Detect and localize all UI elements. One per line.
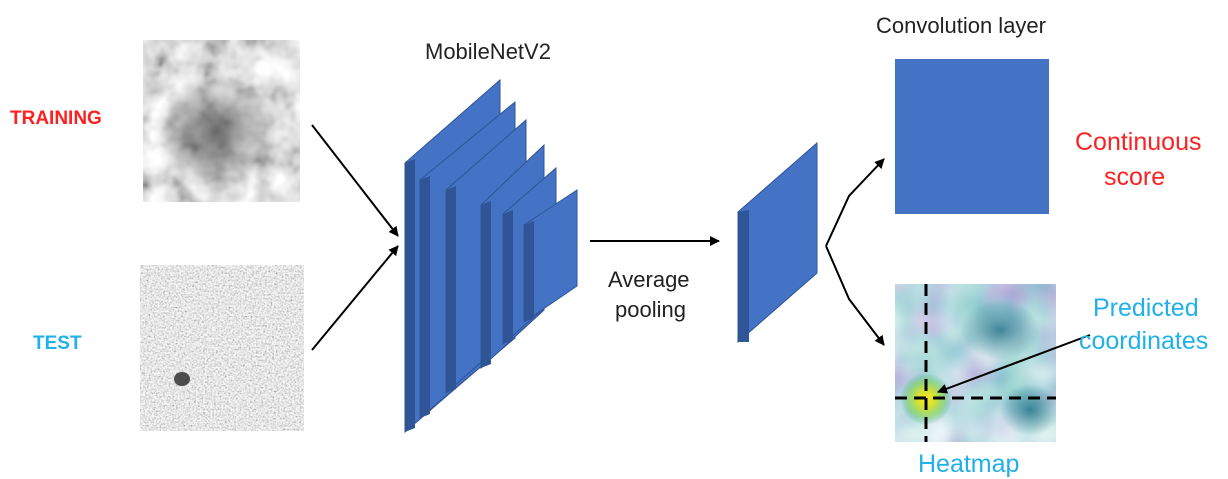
mobilenetv2-stack xyxy=(404,78,578,434)
network-label: MobileNetV2 xyxy=(425,39,551,64)
pooled-feature-slab xyxy=(737,141,818,344)
training-label: TRAINING xyxy=(10,108,102,129)
training-image xyxy=(143,40,300,202)
continuous-score-line1: Continuous xyxy=(1075,128,1201,156)
heatmap-image xyxy=(895,284,1056,442)
heatmap-label: Heatmap xyxy=(918,450,1019,478)
test-input-arrow xyxy=(311,245,399,351)
score-branch-arrow xyxy=(825,158,885,247)
test-micrograph-image xyxy=(140,265,304,431)
convolution-layer-label: Convolution layer xyxy=(876,13,1046,38)
convolution-output-square xyxy=(895,59,1049,214)
pooling-label-line2: pooling xyxy=(615,297,686,322)
training-input-arrow xyxy=(311,124,399,237)
pooling-label-line1: Average xyxy=(608,267,690,292)
network-layer xyxy=(523,189,578,323)
continuous-score-line2: score xyxy=(1104,163,1165,191)
heatmap-branch-arrow xyxy=(825,245,885,346)
predicted-coordinates-line2: coordinates xyxy=(1079,327,1208,355)
predicted-coordinates-line1: Predicted xyxy=(1093,294,1199,322)
test-label: TEST xyxy=(33,333,82,354)
predicted-coordinates-pointer xyxy=(937,334,1091,394)
